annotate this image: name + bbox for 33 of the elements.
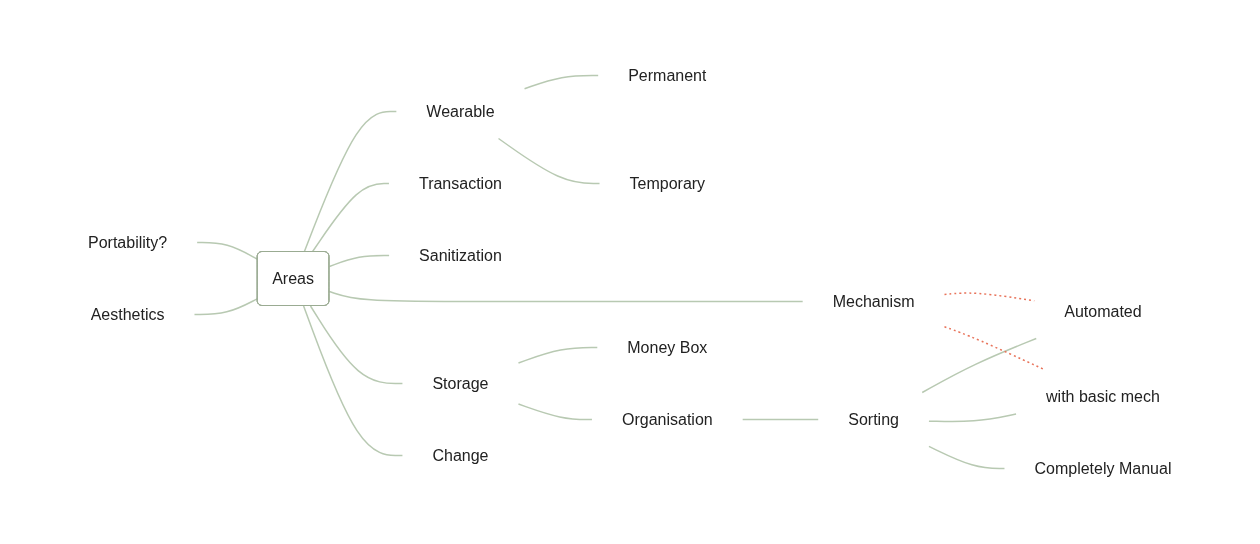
- connector: [518, 403, 593, 421]
- node-text: Wearable: [426, 102, 495, 120]
- node-text: Temporary: [629, 174, 706, 192]
- node-text: Permanent: [628, 66, 707, 84]
- node-text: Portability?: [88, 233, 168, 251]
- connector: [310, 305, 404, 385]
- node-text: Sorting: [848, 410, 900, 428]
- node-text: Organisation: [622, 410, 713, 428]
- node-text: Automated: [1064, 302, 1142, 320]
- connector: [742, 418, 820, 421]
- connector: [329, 290, 804, 303]
- node-text: Aesthetics: [90, 305, 165, 323]
- node-text: Storage: [432, 374, 489, 392]
- node-text: Change: [432, 446, 489, 464]
- connector: [524, 74, 600, 90]
- node-text: Completely Manual: [1034, 459, 1172, 477]
- connector: [518, 346, 599, 364]
- connector: [498, 137, 601, 185]
- connector: [196, 241, 259, 261]
- connector: [944, 326, 1046, 371]
- connector: [921, 337, 1038, 394]
- node-text: Sanitization: [419, 246, 503, 264]
- connector: [928, 445, 1006, 470]
- connector: [303, 305, 404, 457]
- node-text: with basic mech: [1046, 387, 1161, 405]
- connector: [329, 254, 391, 268]
- node-text: Mechanism: [832, 292, 915, 310]
- connector: [928, 413, 1018, 423]
- connector: [303, 110, 398, 253]
- connector: [194, 297, 259, 316]
- node-text: Money Box: [627, 338, 708, 356]
- connector: [311, 182, 390, 253]
- node-text: Transaction: [419, 174, 503, 192]
